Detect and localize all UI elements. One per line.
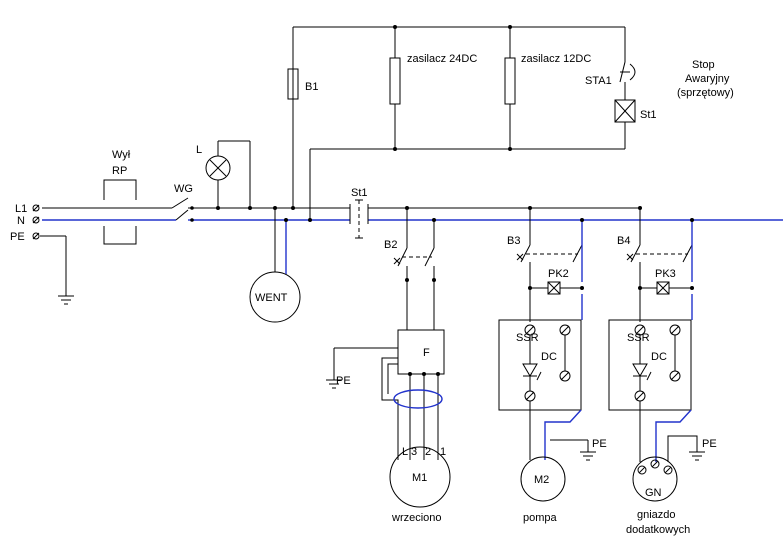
label-terminal-1: 1 xyxy=(440,446,446,458)
lamp-l xyxy=(205,140,251,208)
pe-line xyxy=(40,235,74,305)
label-pe-f: PE xyxy=(336,375,351,387)
breaker-b3 xyxy=(516,208,583,322)
label-l1: L1 xyxy=(15,203,27,215)
label-terminal-2: 2 xyxy=(425,446,431,458)
label-wyl: Wył xyxy=(112,149,131,161)
label-st1-contact: St1 xyxy=(351,187,368,199)
label-dc-socket: DC xyxy=(651,351,667,363)
motor-m2 xyxy=(520,456,566,502)
ssr-module-socket xyxy=(608,319,692,411)
relay-pk3 xyxy=(640,281,692,295)
terminal-n xyxy=(32,216,40,224)
power-supply-24dc xyxy=(389,27,401,149)
label-sprzetowy: (sprzętowy) xyxy=(677,87,734,99)
label-wg: WG xyxy=(174,183,193,195)
breaker-b2 xyxy=(393,208,435,330)
socket-gn xyxy=(632,456,678,502)
label-gniazdo: gniazdo xyxy=(637,509,676,521)
power-supply-12dc xyxy=(504,27,516,149)
main-switch-rp xyxy=(102,179,138,245)
fan-went xyxy=(249,208,301,323)
label-terminal-l: L xyxy=(402,446,408,458)
socket-wiring xyxy=(639,220,705,462)
label-pompa: pompa xyxy=(523,512,558,524)
label-b3: B3 xyxy=(507,235,520,247)
emergency-stop-sta1 xyxy=(619,61,636,83)
label-gn: GN xyxy=(645,487,662,499)
label-zasilacz-24dc: zasilacz 24DC xyxy=(407,53,477,65)
fuse-b1 xyxy=(287,68,299,100)
contactor-coil-st1 xyxy=(614,99,636,123)
label-sta1: STA1 xyxy=(585,75,612,87)
label-n: N xyxy=(17,215,25,227)
terminal-l1 xyxy=(32,204,40,212)
motor-m1 xyxy=(389,446,451,508)
switch-wg xyxy=(171,197,194,222)
breaker-b4 xyxy=(626,208,693,322)
label-pk3: PK3 xyxy=(655,268,676,280)
cable-to-m1 xyxy=(381,357,443,460)
label-st1-coil: St1 xyxy=(640,109,657,121)
label-awaryjny: Awaryjny xyxy=(685,73,730,85)
terminal-pe xyxy=(32,232,40,240)
label-b2: B2 xyxy=(384,239,397,251)
label-b4: B4 xyxy=(617,235,630,247)
label-ssr-pump: SSR xyxy=(516,332,539,344)
label-wrzeciono: wrzeciono xyxy=(391,512,442,524)
label-pe-gn: PE xyxy=(702,438,717,450)
control-frame-top xyxy=(292,26,626,220)
label-pe-m2: PE xyxy=(592,438,607,450)
label-went: WENT xyxy=(255,292,288,304)
label-zasilacz-12dc: zasilacz 12DC xyxy=(521,53,591,65)
label-terminal-3: 3 xyxy=(411,446,417,458)
label-dc-pump: DC xyxy=(541,351,557,363)
label-pk2: PK2 xyxy=(548,268,569,280)
label-lamp: L xyxy=(196,144,202,156)
ssr-module-pump xyxy=(498,319,582,411)
label-b1: B1 xyxy=(305,81,318,93)
relay-pk2 xyxy=(530,281,582,295)
junction-dots xyxy=(216,25,694,376)
label-dodatkowych: dodatkowych xyxy=(626,524,690,536)
label-f: F xyxy=(423,347,430,359)
inverter-f xyxy=(326,329,445,389)
contactor-contacts-st1 xyxy=(349,199,369,239)
label-m2: M2 xyxy=(534,474,549,486)
label-m1: M1 xyxy=(412,472,427,484)
label-ssr-socket: SSR xyxy=(627,332,650,344)
pump-wiring xyxy=(529,220,596,461)
label-pe: PE xyxy=(10,231,25,243)
label-stop: Stop xyxy=(692,59,715,71)
label-rp: RP xyxy=(112,165,127,177)
